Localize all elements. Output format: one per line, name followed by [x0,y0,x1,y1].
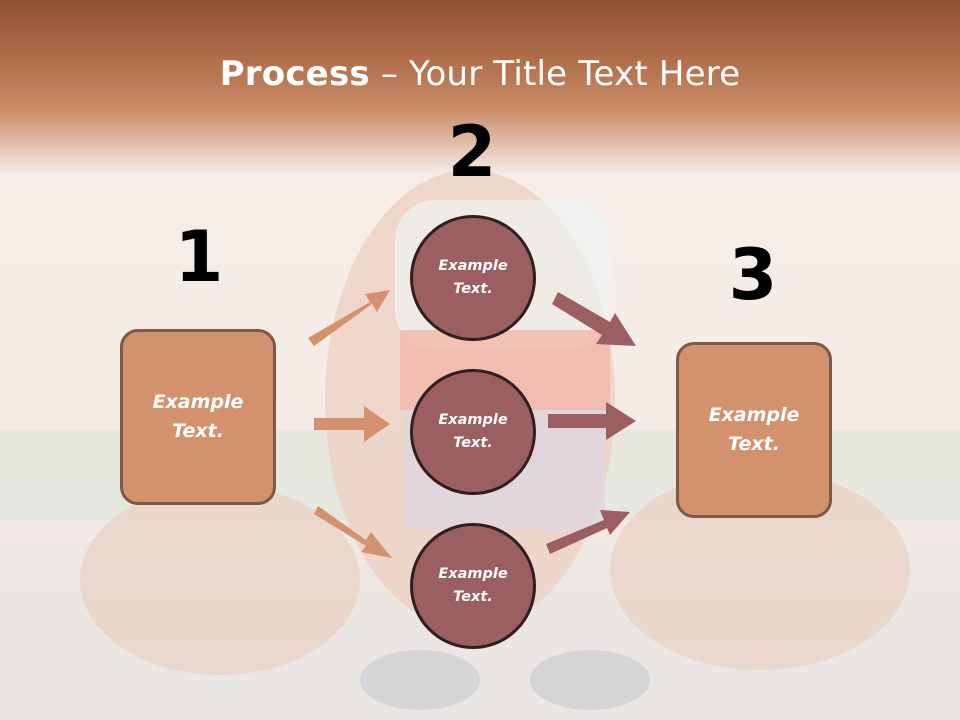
title-band [0,0,960,175]
arrow-left-up [308,290,390,346]
step-number-1: 1 [174,216,224,298]
step-1-line1: Example [152,391,244,413]
circle-top-line1: Example [438,258,508,274]
step-3-line1: Example [708,404,800,426]
arrow-right-down [552,292,636,346]
arrow-right-up [546,510,630,554]
right-arrows [546,292,636,554]
title-rest: – Your Title Text Here [369,54,741,94]
circle-bottom-line1: Example [438,566,508,582]
slide-title: Process – Your Title Text Here [0,52,960,96]
step-3-line2: Text. [728,433,780,455]
step-number-3: 3 [728,234,778,316]
step-1-line2: Text. [172,420,224,442]
step-number-2: 2 [447,111,497,193]
arrow-left-down [314,506,392,558]
circle-middle-line2: Text. [453,435,493,451]
left-arrows [308,290,392,558]
circle-bottom-line2: Text. [453,589,493,605]
circle-top-line2: Text. [453,281,493,297]
title-bold: Process [219,54,370,94]
arrow-left-middle [314,406,390,442]
arrow-right-middle [548,402,636,440]
circle-middle-line1: Example [438,412,508,428]
